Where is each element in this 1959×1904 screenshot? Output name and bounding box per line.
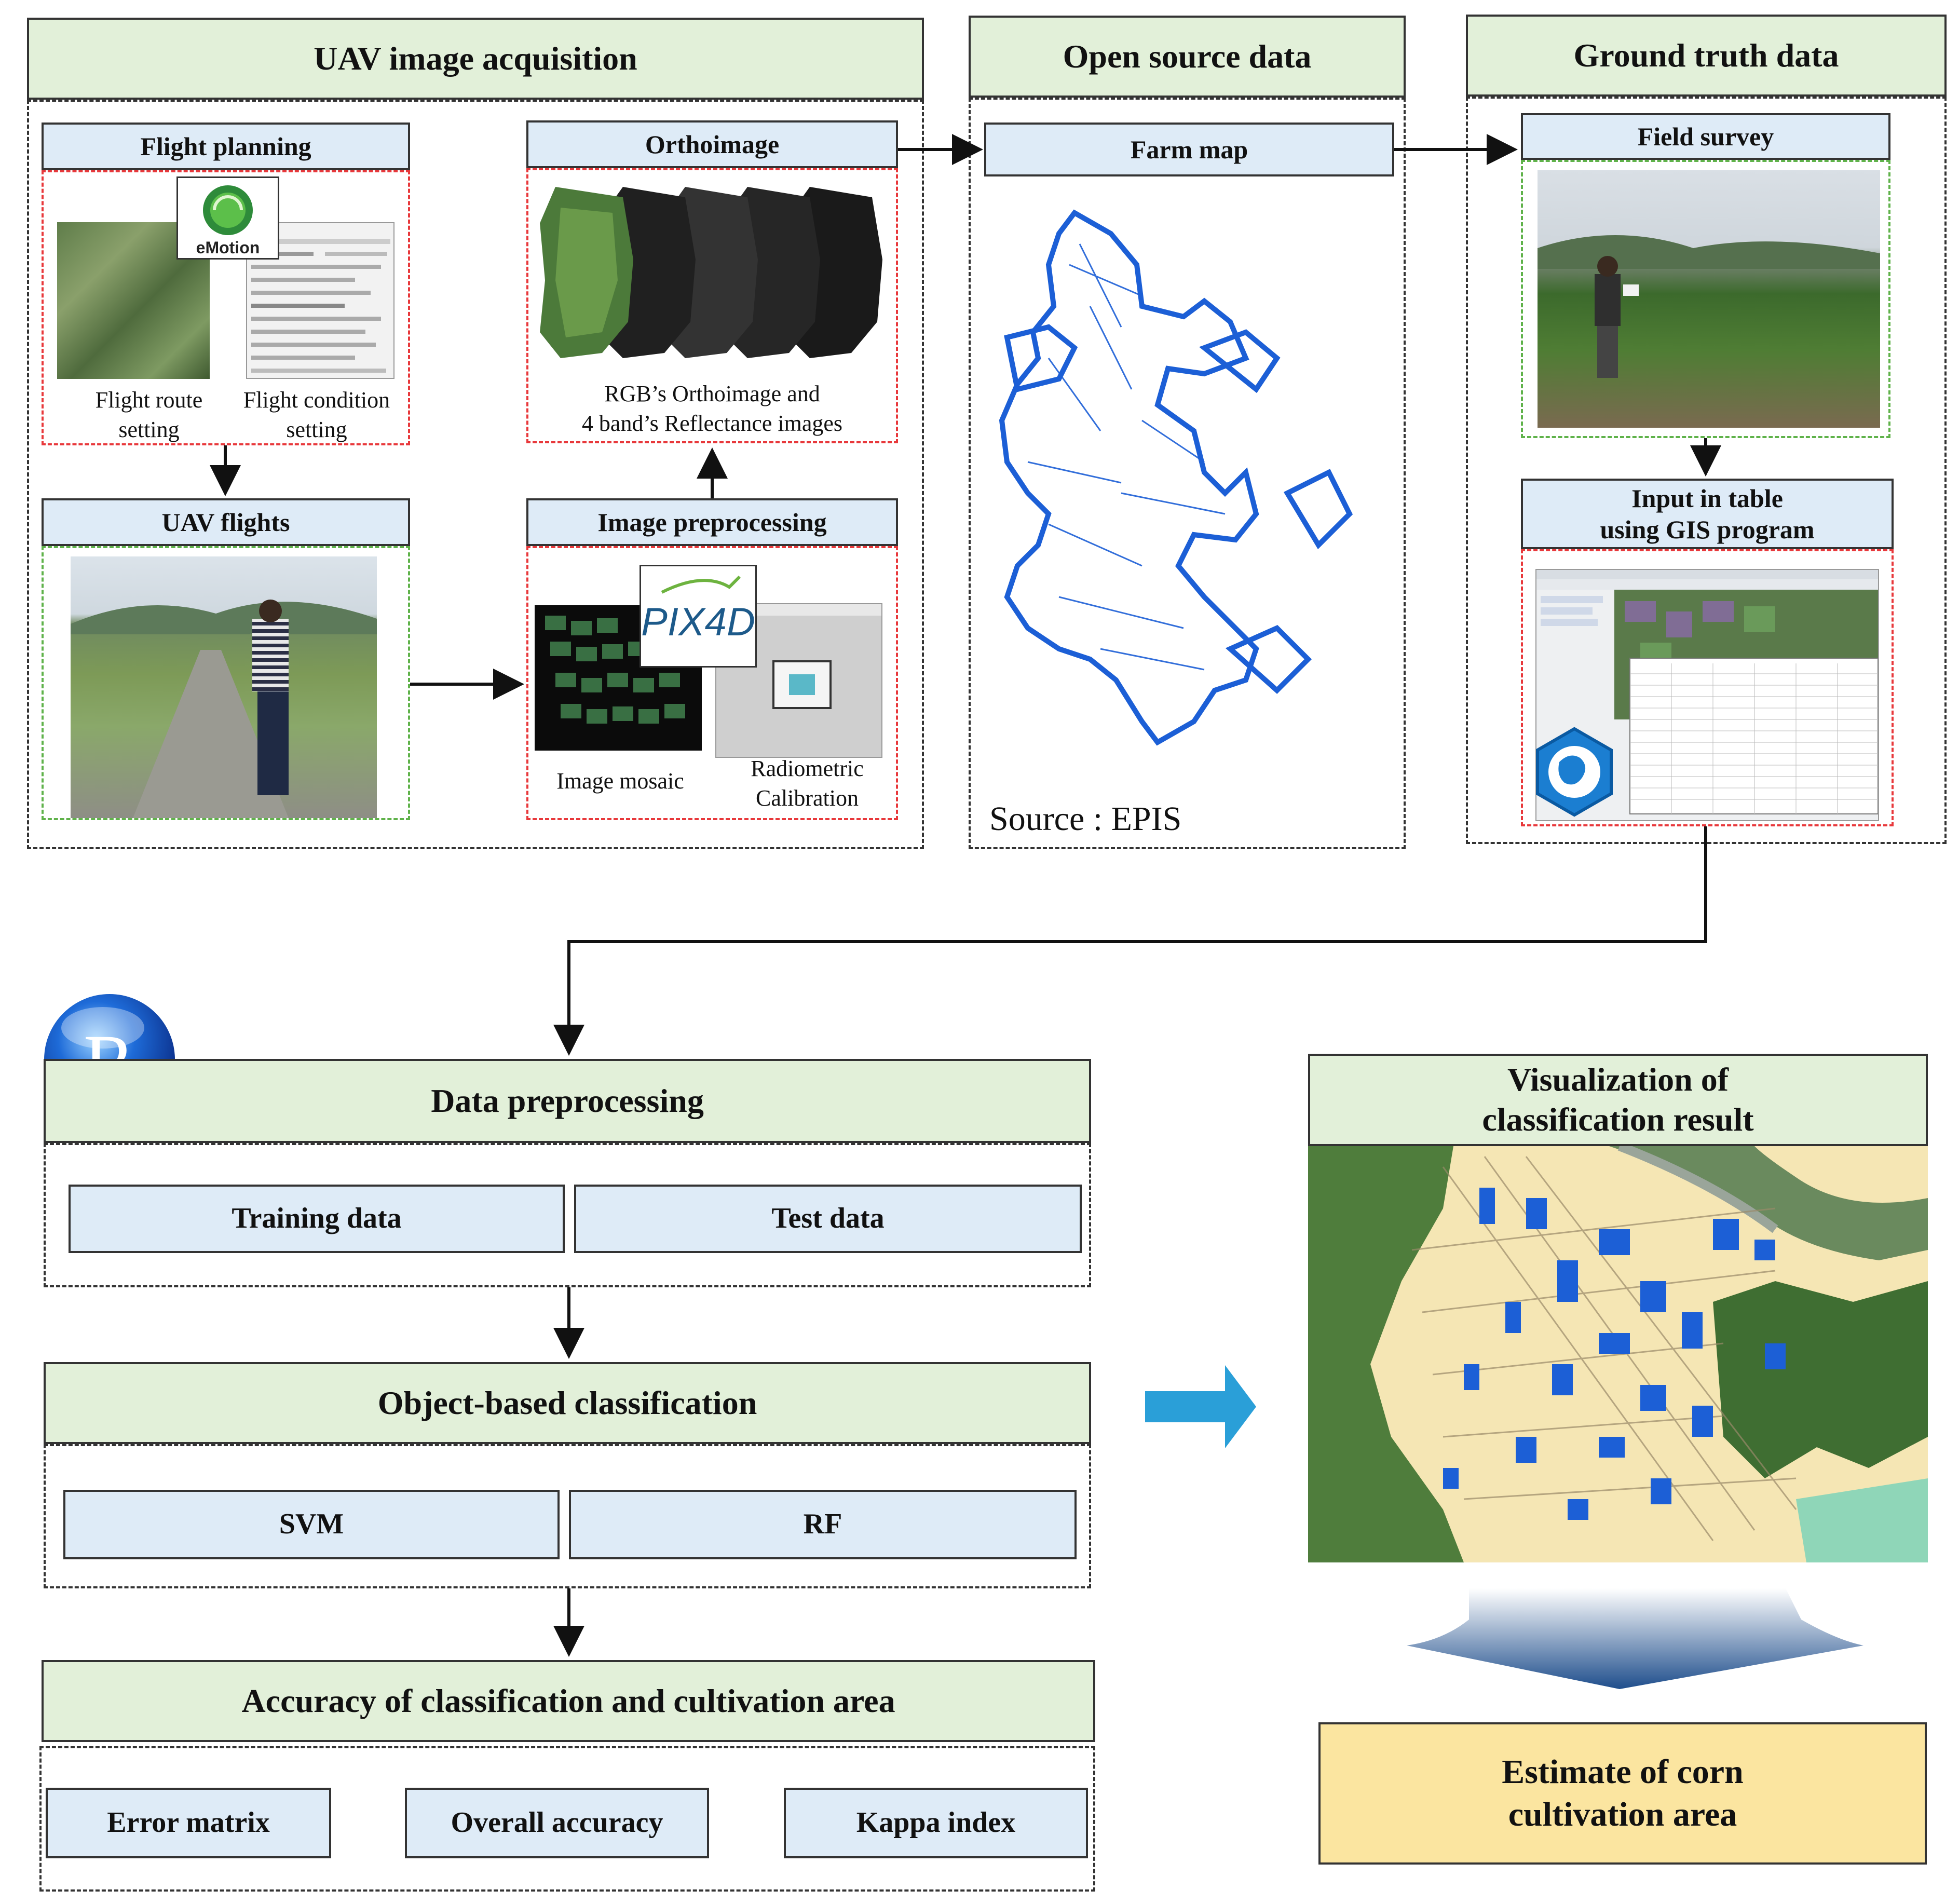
uav-acquisition-panel [27, 100, 924, 849]
open-source-title: Open source data [1063, 37, 1312, 75]
arrow-ground-to-data-preprocessing [553, 826, 1707, 1056]
flight-planning-label: Flight planning [140, 132, 311, 161]
uav-acquisition-header: UAV image acquisition [27, 18, 924, 100]
image-preprocessing-box: Image preprocessing [526, 498, 898, 546]
flight-condition-caption: Flight condition setting [228, 385, 405, 444]
emotion-icon [203, 185, 253, 235]
svm-box: SVM [63, 1490, 560, 1559]
visualization-header: Visualization of classification result [1308, 1054, 1928, 1146]
image-mosaic-thumbnail [535, 605, 702, 751]
object-based-classification-header: Object-based classification [44, 1362, 1091, 1444]
overall-accuracy-box: Overall accuracy [405, 1788, 709, 1858]
accuracy-title: Accuracy of classification and cultivati… [241, 1682, 895, 1719]
data-preprocessing-title: Data preprocessing [431, 1082, 704, 1119]
mosaic-tiles [545, 616, 685, 724]
image-preprocessing-label: Image preprocessing [597, 508, 827, 537]
ground-truth-header: Ground truth data [1466, 15, 1947, 97]
farm-map-box: Farm map [984, 123, 1394, 176]
overall-accuracy-label: Overall accuracy [451, 1806, 663, 1839]
arcgis-icon [1536, 727, 1613, 817]
gis-window-content [1536, 570, 1878, 814]
farm-map-figure [999, 209, 1353, 746]
uav-flights-panel [42, 546, 410, 820]
emotion-logo-text: eMotion [196, 238, 260, 257]
visualization-title-l2: classification result [1482, 1101, 1754, 1138]
uav-photo-figure [71, 600, 377, 818]
classification-result-map [1308, 1146, 1928, 1562]
error-matrix-label: Error matrix [107, 1806, 270, 1839]
estimate-corn-label-l1: Estimate of corn [1502, 1752, 1744, 1791]
orthoimage-caption-l2: 4 band’s Reflectance images [581, 411, 843, 437]
blue-right-arrow [1145, 1365, 1256, 1448]
orthoimage-label: Orthoimage [645, 130, 780, 159]
orthoimage-panel [526, 168, 898, 443]
emotion-logo: eMotion [176, 176, 279, 260]
training-data-box: Training data [69, 1185, 565, 1253]
radiometric-caption: Radiometric Calibration [716, 754, 898, 813]
kappa-index-box: Kappa index [784, 1788, 1088, 1858]
open-source-header: Open source data [969, 16, 1406, 98]
input-table-box: Input in table using GIS program [1521, 479, 1894, 549]
uav-acquisition-title: UAV image acquisition [314, 39, 637, 77]
flight-condition-caption-l1: Flight condition [243, 387, 390, 413]
flight-route-caption-l2: setting [118, 417, 180, 443]
field-survey-box: Field survey [1521, 113, 1890, 160]
flight-planning-panel [42, 170, 410, 445]
flight-condition-caption-l2: setting [286, 417, 347, 443]
calibration-target [716, 604, 881, 709]
input-table-panel [1521, 549, 1894, 826]
field-survey-photo [1538, 170, 1880, 428]
image-mosaic-caption: Image mosaic [556, 768, 684, 794]
image-preprocessing-panel [526, 546, 898, 820]
accuracy-header: Accuracy of classification and cultivati… [42, 1660, 1095, 1742]
orthoimage-stack [540, 187, 882, 358]
uav-flights-box: UAV flights [42, 498, 410, 546]
input-table-label-l2: using GIS program [1600, 515, 1815, 544]
ground-truth-title: Ground truth data [1573, 36, 1839, 74]
input-table-label-l1: Input in table [1631, 484, 1783, 513]
error-matrix-box: Error matrix [46, 1788, 331, 1858]
rf-box: RF [569, 1490, 1077, 1559]
rf-label: RF [803, 1508, 842, 1541]
test-data-label: Test data [771, 1202, 885, 1235]
gis-window-screenshot [1535, 569, 1879, 821]
visualization-title-l1: Visualization of [1507, 1061, 1729, 1098]
condition-form-lines [251, 239, 390, 373]
svm-label: SVM [279, 1508, 344, 1541]
object-based-classification-panel [44, 1444, 1091, 1588]
data-preprocessing-header: Data preprocessing [44, 1059, 1091, 1143]
flight-route-caption-l1: Flight route [95, 387, 203, 413]
data-preprocessing-panel [44, 1143, 1091, 1287]
pix4d-icon [661, 575, 741, 594]
orthoimage-caption-l1: RGB’s Orthoimage and [604, 381, 820, 406]
field-survey-panel [1521, 160, 1890, 438]
training-data-label: Training data [232, 1202, 402, 1235]
open-source-panel [969, 98, 1406, 849]
kappa-index-label: Kappa index [856, 1806, 1016, 1839]
pix4d-logo: PIX4D [640, 565, 757, 668]
estimate-corn-box: Estimate of corn cultivation area [1318, 1722, 1927, 1865]
uav-flight-photo [71, 556, 377, 818]
farm-map-label: Farm map [1130, 135, 1248, 164]
orthoimage-box: Orthoimage [526, 120, 898, 168]
field-survey-person [1538, 235, 1880, 378]
field-survey-label: Field survey [1637, 122, 1774, 151]
gradient-down-arrow [1407, 1588, 1863, 1689]
test-data-box: Test data [574, 1185, 1082, 1253]
object-based-classification-title: Object-based classification [377, 1384, 757, 1421]
radiometric-caption-l2: Calibration [756, 785, 859, 811]
pix4d-logo-text: PIX4D [641, 600, 755, 644]
flight-planning-box: Flight planning [42, 123, 410, 170]
estimate-corn-label-l2: cultivation area [1508, 1796, 1737, 1833]
accuracy-panel [39, 1746, 1095, 1892]
radiometric-caption-l1: Radiometric [751, 756, 864, 781]
flight-route-caption: Flight route setting [57, 385, 241, 444]
orthoimage-caption: RGB’s Orthoimage and 4 band’s Reflectanc… [526, 379, 898, 438]
farm-map-source: Source : EPIS [989, 800, 1182, 838]
uav-flights-label: UAV flights [161, 508, 290, 537]
